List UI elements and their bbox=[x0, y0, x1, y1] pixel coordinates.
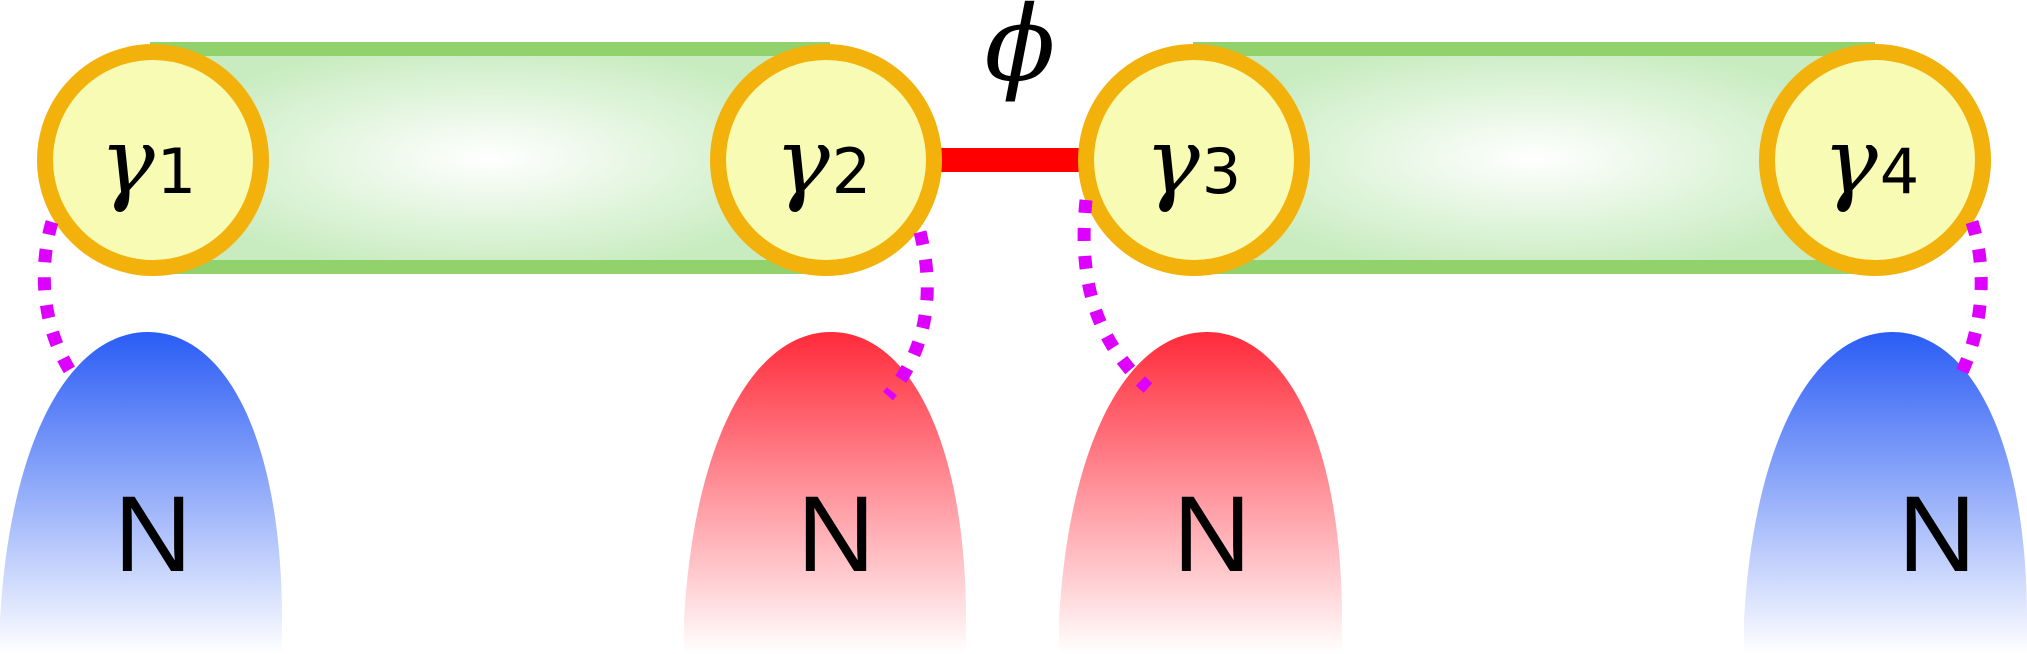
phase-label: ϕ bbox=[985, 0, 1056, 105]
majorana-label-4: γ4 bbox=[1823, 108, 1919, 215]
tunnel-coupling-2 bbox=[883, 230, 934, 401]
normal-lead-4 bbox=[1744, 332, 2027, 654]
majorana-3 bbox=[1078, 44, 1310, 276]
lead-label-3: N bbox=[1173, 473, 1251, 594]
josephson-junction bbox=[930, 148, 1080, 172]
lead-label-2: N bbox=[797, 473, 875, 594]
normal-lead-2 bbox=[684, 332, 966, 654]
normal-lead-3 bbox=[1059, 332, 1342, 654]
majorana-4 bbox=[1759, 44, 1991, 276]
majorana-label-3: γ3 bbox=[1145, 108, 1241, 215]
majorana-label-1: γ1 bbox=[100, 108, 196, 215]
tunnel-coupling-3 bbox=[1077, 199, 1153, 393]
normal-lead-1 bbox=[0, 332, 282, 654]
majorana-1 bbox=[37, 44, 269, 276]
lead-label-1: N bbox=[114, 473, 192, 594]
majorana-label-2: γ2 bbox=[775, 108, 871, 215]
tunnel-coupling-4 bbox=[1950, 220, 1988, 388]
majorana-2 bbox=[710, 44, 942, 276]
tunnel-coupling-1 bbox=[37, 220, 82, 384]
lead-label-4: N bbox=[1898, 473, 1976, 594]
